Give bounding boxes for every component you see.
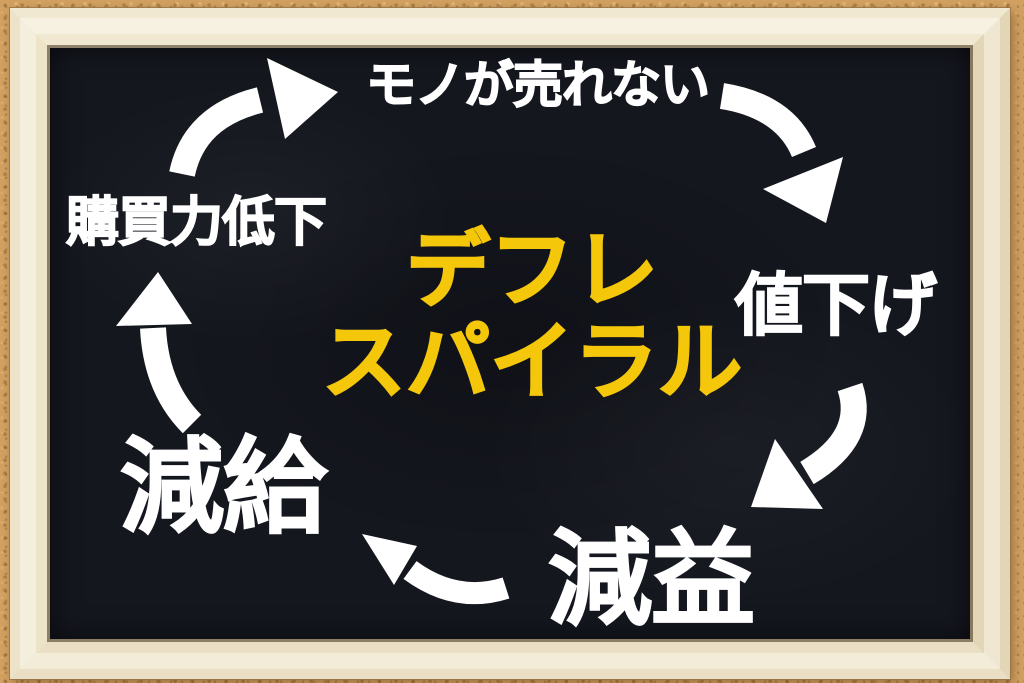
node-left-label: 購買力低下: [65, 193, 328, 252]
arrow-left-to-top-icon: [169, 58, 338, 178]
node-right-label: 値下げ: [734, 268, 938, 344]
arrow-right-to-bottomright-icon: [751, 382, 867, 509]
node-top-label: モノが売れない: [365, 57, 711, 113]
center-title-line2: スパイラル: [321, 315, 743, 409]
center-title-line1: デフレ: [405, 223, 659, 317]
arrow-bottomright-to-bottomleft-icon: [362, 534, 510, 605]
arrow-top-to-right-icon: [719, 83, 843, 223]
node-bottom-left-label: 減給: [119, 430, 328, 546]
arrow-bottomleft-to-left-icon: [116, 272, 202, 434]
node-bottom-right-label: 減益: [547, 522, 756, 638]
